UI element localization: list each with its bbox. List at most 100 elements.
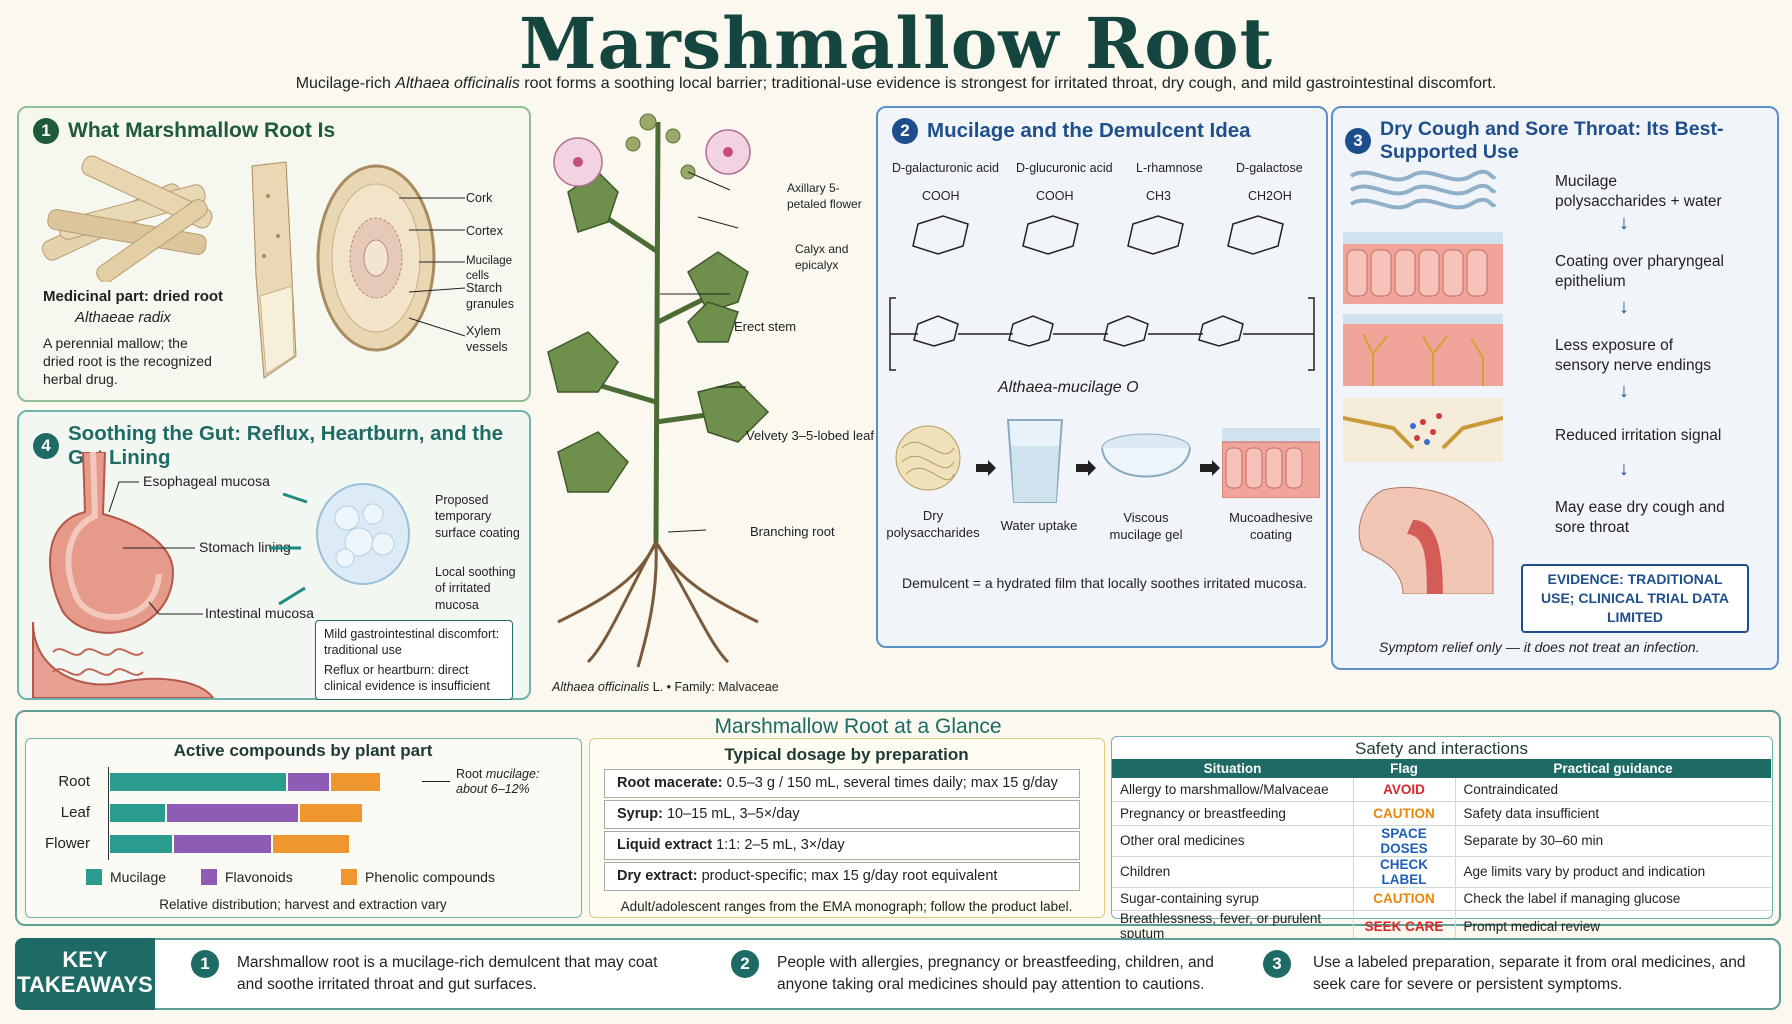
safety-table: Situation Flag Practical guidance Allerg… [1112,759,1771,942]
group-cooh-2: COOH [1036,189,1074,203]
safety-flag: SPACE DOSES [1352,825,1456,857]
label-cork: Cork [466,191,493,205]
water-glass-icon [1006,419,1064,503]
label-leaf: Velvety 3–5-lobed leaf [746,428,874,443]
root-cross-section [316,164,436,352]
safety-guidance: Check the label if managing glucose [1455,887,1771,911]
step-coating: Mucoadhesive coating [1229,510,1313,542]
bar-label-leaf: Leaf [60,804,90,821]
chart-annotation-leader [422,781,450,782]
legend-swatch [86,869,102,885]
safety-flag: CHECK LABEL [1352,856,1456,888]
evidence-badge: EVIDENCE: TRADITIONAL USE; CLINICAL TRIA… [1521,564,1749,633]
plant-caption: Althaea officinalis L. • Family: Malvace… [552,680,779,694]
coated-epithelium-icon [1343,232,1503,304]
safety-row: Breathlessness, fever, or purulent sputu… [1112,910,1771,942]
legend-swatch [341,869,357,885]
chart-annotation: Root mucilage: about 6–12% [456,767,540,796]
flow-step-3: Less exposure of sensory nerve endings [1555,337,1711,375]
safety-situation: Pregnancy or breastfeeding [1112,801,1353,826]
gut-note-reflux: Reflux or heartburn: direct clinical evi… [324,662,490,693]
sugar-glucuronic: D-glucuronic acid [1016,161,1113,175]
panel-1-description: A perennial mallow; the dried root is th… [43,335,212,388]
panel-1-title: What Marshmallow Root Is [68,119,336,142]
gut-note-traditional: Mild gastrointestinal discomfort: tradit… [324,627,500,658]
root-sticks-illustration [41,155,213,282]
down-arrow-icon: ↓ [1619,458,1629,480]
polymer-chain [889,297,1315,371]
digestive-tract-illustration [32,452,215,698]
chart-axis [108,767,109,860]
root-piece-illustration [251,161,297,379]
safety-guidance: Age limits vary by product and indicatio… [1455,856,1771,888]
bar-root-mucilage [110,773,286,791]
page-subtitle: Mucilage-rich Althaea officinalis root f… [295,75,1497,92]
step-4-badge: 4 [33,433,59,459]
col-situation: Situation [1112,759,1353,778]
bar-row-flower [110,835,351,853]
label-intestinal-mucosa: Intestinal mucosa [205,605,314,621]
safety-guidance: Safety data insufficient [1455,801,1771,826]
dosage-title: Typical dosage by preparation [724,745,969,764]
safety-situation: Sugar-containing syrup [1112,887,1353,911]
coating-bubble-illustration [316,483,410,585]
bar-flower-phenolic [272,835,349,853]
bar-label-root: Root [58,773,90,790]
nerve-signal-icon [1343,398,1503,462]
step-gel: Viscous mucilage gel [1109,510,1183,542]
page-title: Marshmallow Root [519,2,1273,85]
takeaway-2-badge: 2 [731,950,759,978]
takeaway-1-badge: 1 [191,950,219,978]
takeaway-2-text: People with allergies, pregnancy or brea… [777,954,1214,993]
bar-root-phenolic [331,773,380,791]
group-ch3: CH3 [1146,189,1172,203]
panel-2-title: Mucilage and the Demulcent Idea [927,119,1251,142]
flow-step-4: Reduced irritation signal [1555,427,1722,444]
throat-anatomy-icon [1358,486,1494,594]
panel-3-title: Dry Cough and Sore Throat: Its Best-Supp… [1380,118,1724,163]
label-stomach-lining: Stomach lining [199,539,291,555]
step-2-badge: 2 [892,118,918,144]
dosage-note: Adult/adolescent ranges from the EMA mon… [620,899,1073,914]
safety-situation: Allergy to marshmallow/Malvaceae [1112,778,1353,802]
gut-evidence-note: Mild gastrointestinal discomfort: tradit… [315,620,513,700]
down-arrow-icon: ↓ [1619,296,1629,318]
sugar-rhamnose: L-rhamnose [1136,161,1203,175]
label-root: Branching root [750,524,835,539]
medicinal-part: Medicinal part: dried root [43,288,224,305]
dose-dry-extract: Dry extract: product-specific; max 15 g/… [604,862,1080,891]
bar-leaf-flavonoids [167,804,299,822]
step-1-badge: 1 [33,118,59,144]
safety-guidance: Prompt medical review [1455,910,1771,942]
flow-step-1: Mucilage polysaccharides + water [1555,173,1722,211]
legend-flavonoids: Flavonoids [201,869,341,885]
takeaway-1-text: Marshmallow root is a mucilage-rich demu… [237,954,658,993]
label-proposed-coating: Proposed temporary surface coating [435,493,520,540]
takeaway-3-badge: 3 [1263,950,1291,978]
chart-legend: Mucilage Flavonoids Phenolic compounds [86,869,511,885]
label-flower: Axillary 5-petaled flower [787,181,862,211]
legend-swatch [201,869,217,885]
dosage-box: Typical dosage by preparation Root macer… [589,738,1105,918]
bar-row-leaf [110,804,364,822]
radix-name: Althaeae radix [75,309,171,326]
safety-title: Safety and interactions [1355,739,1528,758]
safety-box: Safety and interactions Situation Flag P… [1111,736,1773,942]
safety-flag: AVOID [1352,778,1456,802]
sugar-galacturonic: D-galacturonic acid [892,161,999,175]
flow-step-5: May ease dry cough and sore throat [1555,499,1725,537]
step-dry: Dry polysaccharides [886,508,980,540]
althaea-plant-illustration [547,113,770,668]
